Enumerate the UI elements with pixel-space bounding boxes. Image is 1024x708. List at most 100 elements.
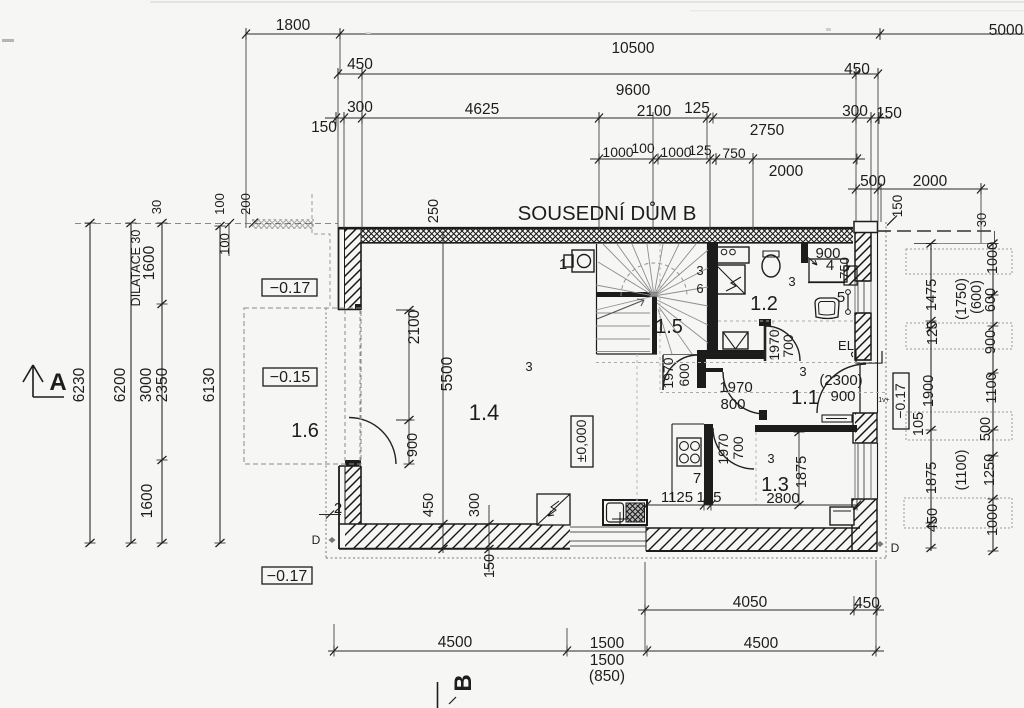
svg-text:1500: 1500 (590, 652, 625, 669)
svg-text:1875: 1875 (924, 462, 940, 494)
svg-text:EL: EL (838, 338, 854, 353)
svg-text:30: 30 (149, 200, 164, 214)
svg-text:450: 450 (347, 56, 373, 73)
svg-text:−0.17: −0.17 (267, 568, 308, 585)
svg-text:1800: 1800 (276, 17, 311, 34)
svg-text:2100: 2100 (637, 103, 672, 120)
svg-text:450: 450 (421, 493, 437, 517)
svg-text:1000: 1000 (985, 504, 1001, 536)
svg-text:4500: 4500 (438, 634, 473, 651)
svg-text:1.4: 1.4 (469, 400, 500, 425)
svg-text:9600: 9600 (616, 82, 651, 99)
svg-text:(1750): (1750) (954, 278, 970, 320)
svg-text:2350: 2350 (154, 367, 171, 402)
svg-text:1970: 1970 (715, 433, 731, 464)
svg-text:B: B (450, 674, 477, 691)
svg-text:2100: 2100 (406, 309, 423, 344)
svg-text:450: 450 (854, 595, 880, 612)
svg-text:−0.17: −0.17 (270, 280, 311, 297)
svg-text:(850): (850) (589, 668, 625, 685)
svg-text:3000: 3000 (138, 367, 155, 402)
svg-text:10500: 10500 (611, 40, 654, 57)
svg-text:6: 6 (696, 281, 703, 296)
svg-text:1125: 1125 (661, 489, 693, 506)
svg-text:1000: 1000 (985, 242, 1001, 274)
svg-text:2800: 2800 (766, 490, 799, 507)
svg-text:2: 2 (334, 500, 342, 517)
svg-text:100: 100 (631, 140, 655, 156)
svg-text:1.2: 1.2 (750, 293, 778, 315)
svg-text:3: 3 (767, 451, 774, 466)
svg-text:5: 5 (837, 289, 845, 306)
svg-text:6130: 6130 (201, 367, 218, 402)
svg-text:−0.17: −0.17 (892, 383, 908, 419)
svg-text:3: 3 (788, 274, 795, 289)
svg-text:150: 150 (311, 119, 337, 136)
svg-text:125: 125 (696, 489, 721, 506)
svg-text:1900: 1900 (921, 375, 937, 407)
svg-text:30: 30 (974, 213, 989, 227)
svg-text:300: 300 (347, 99, 373, 116)
svg-text:1970: 1970 (719, 379, 752, 396)
svg-text:D: D (312, 533, 321, 547)
svg-text:2750: 2750 (750, 122, 785, 139)
svg-text:125: 125 (688, 142, 712, 158)
svg-text:1: 1 (559, 256, 567, 273)
svg-text:150: 150 (890, 195, 905, 218)
svg-text:SOUSEDNÍ DŮM B: SOUSEDNÍ DŮM B (518, 201, 697, 225)
svg-text:200: 200 (238, 193, 253, 215)
svg-text:1970: 1970 (660, 357, 676, 388)
svg-text:900: 900 (983, 330, 999, 354)
svg-text:700: 700 (780, 334, 796, 358)
svg-text:900: 900 (830, 388, 855, 405)
svg-text:300: 300 (467, 493, 483, 517)
svg-text:125: 125 (925, 321, 941, 345)
svg-text:150: 150 (876, 105, 902, 122)
svg-text:1.3: 1.3 (761, 474, 789, 496)
svg-text:3: 3 (799, 364, 806, 379)
svg-text:750: 750 (837, 257, 852, 279)
svg-text:−0.15: −0.15 (270, 369, 311, 386)
svg-text:1970: 1970 (766, 329, 782, 360)
svg-text:6230: 6230 (71, 367, 88, 402)
svg-text:4500: 4500 (744, 635, 779, 652)
svg-text:1000: 1000 (602, 144, 633, 160)
svg-text:3: 3 (525, 359, 532, 374)
svg-text:150: 150 (482, 554, 498, 578)
svg-text:4625: 4625 (465, 101, 499, 118)
svg-text:900: 900 (815, 245, 840, 262)
svg-text:D: D (891, 541, 900, 555)
svg-text:1600: 1600 (139, 483, 156, 518)
svg-text:800: 800 (720, 396, 745, 413)
svg-text:750: 750 (722, 145, 746, 161)
svg-text:1875: 1875 (794, 456, 810, 488)
svg-text:A: A (49, 369, 66, 396)
svg-text:(1100): (1100) (954, 450, 970, 491)
svg-text:(2300): (2300) (819, 372, 862, 389)
svg-text:1.1: 1.1 (791, 387, 819, 409)
svg-text:(600): (600) (969, 280, 985, 314)
svg-text:450: 450 (925, 508, 941, 532)
svg-text:1v+: 1v+ (878, 397, 889, 404)
svg-text:1250: 1250 (982, 454, 998, 486)
svg-text:1100: 1100 (984, 372, 1000, 403)
svg-text:5000: 5000 (989, 22, 1024, 39)
svg-text:105: 105 (911, 412, 927, 436)
svg-text:±0,000: ±0,000 (573, 419, 589, 462)
svg-text:6200: 6200 (112, 367, 129, 402)
svg-text:1.5: 1.5 (655, 316, 683, 338)
svg-text:300: 300 (842, 103, 868, 120)
svg-text:600: 600 (676, 363, 692, 387)
svg-text:450: 450 (844, 61, 870, 78)
svg-text:125: 125 (684, 100, 710, 117)
svg-text:250: 250 (426, 199, 442, 223)
svg-text:600: 600 (983, 288, 999, 312)
svg-text:1000: 1000 (660, 144, 691, 160)
svg-text:5500: 5500 (439, 356, 456, 391)
svg-text:4: 4 (826, 257, 834, 274)
svg-text:1.6: 1.6 (291, 420, 319, 442)
svg-text:900: 900 (405, 433, 421, 457)
svg-text:1475: 1475 (924, 279, 940, 311)
svg-text:500: 500 (978, 417, 994, 441)
svg-text:4050: 4050 (733, 594, 768, 611)
